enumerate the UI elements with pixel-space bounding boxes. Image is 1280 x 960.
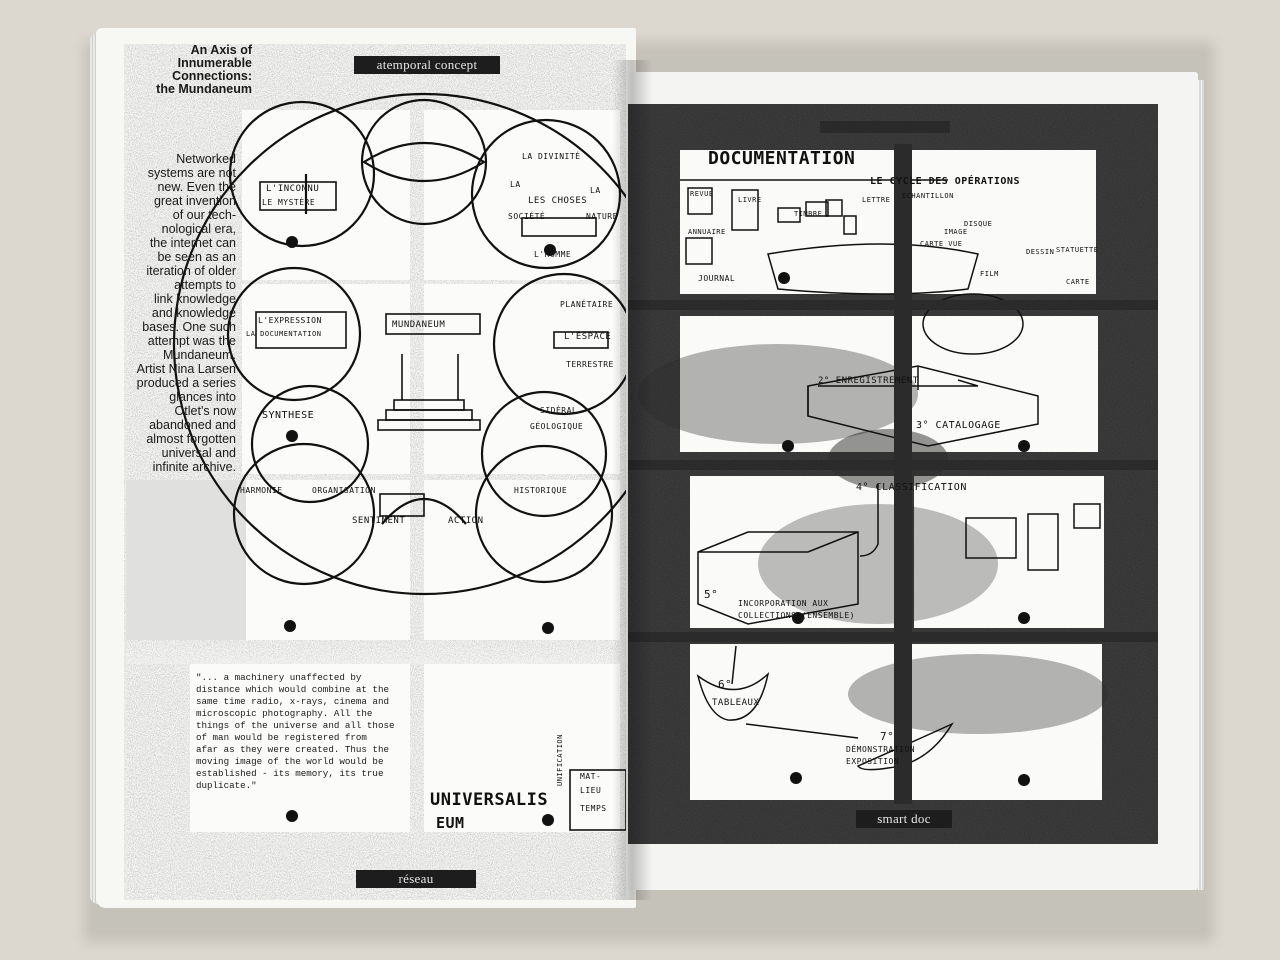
label-sentiment: SENTIMENT — [352, 516, 406, 526]
panel-dot — [778, 272, 790, 284]
label-synthese: SYNTHESE — [262, 410, 315, 421]
label-incorporation: INCORPORATION AUX COLLECTIONS (ENSEMBLE) — [738, 599, 855, 620]
panel-dot — [782, 440, 794, 452]
right-artwork — [628, 104, 1158, 844]
left-artwork-svg — [124, 44, 626, 900]
label-mat: MAT- — [580, 772, 602, 781]
label-five: 5° — [704, 588, 719, 601]
label-revue: REVUE — [690, 190, 714, 198]
label-terrestre: TERRESTRE — [566, 360, 614, 369]
panel-dot — [286, 430, 298, 442]
panel-dot — [284, 620, 296, 632]
label-timbre: TIMBRE — [794, 210, 823, 218]
right-artwork-svg — [628, 104, 1158, 844]
label-societe: SOCIÉTÉ — [508, 212, 546, 221]
label-geologique: GÉOLOGIQUE — [530, 422, 584, 431]
panel-dot — [1018, 440, 1030, 452]
label-choses: LES CHOSES — [528, 196, 588, 206]
panel-dot — [1018, 774, 1030, 786]
label-la-1: LA — [510, 180, 521, 189]
label-la-2: LA — [590, 186, 601, 195]
label-catalogage: 3° CATALOGAGE — [916, 420, 1001, 431]
label-carte-vue: CARTE VUE — [920, 240, 963, 248]
label-disque: DISQUE — [964, 220, 993, 228]
panel-dot — [792, 612, 804, 624]
panel-dot — [286, 236, 298, 248]
quote-block: "... a machinery unaffected by distance … — [196, 672, 395, 791]
label-mystere: LE MYSTÈRE — [262, 198, 316, 207]
header-label: atemporal concept — [354, 56, 500, 74]
label-six: 6° — [718, 678, 733, 691]
left-noise-artwork — [124, 44, 626, 900]
label-film: FILM — [980, 270, 999, 278]
label-cycle: LE CYCLE DES OPÉRATIONS — [870, 176, 1020, 187]
article-title: An Axis of Innumerable Connections: the … — [156, 43, 252, 96]
label-sideral: SIDÉRAL — [540, 406, 578, 415]
label-tableaux: TABLEAUX — [712, 698, 760, 708]
panel-dot — [542, 814, 554, 826]
label-carte: CARTE — [1066, 278, 1090, 286]
label-divinite: LA DIVINITÉ — [522, 152, 581, 161]
right-header-label — [820, 121, 950, 133]
label-demonstration: DÉMONSTRATION EXPOSITION — [846, 745, 916, 766]
footer-label: réseau — [356, 870, 476, 888]
label-espace: L'ESPACE — [564, 332, 612, 342]
label-unification: UNIFICATION — [556, 734, 564, 786]
label-seven: 7° — [880, 730, 895, 743]
label-action: ACTION — [448, 516, 484, 526]
label-organisation: ORGANISATION — [312, 486, 376, 495]
label-documentation: LA DOCUMENTATION — [246, 330, 322, 338]
label-dessin: DESSIN — [1026, 248, 1055, 256]
label-historique: HISTORIQUE — [514, 486, 568, 495]
label-annuaire: ANNUAIRE — [688, 228, 726, 236]
label-enregistrement: 2° ENREGISTREMENT — [818, 376, 919, 386]
panel-dot — [790, 772, 802, 784]
label-documentation-title: DOCUMENTATION — [708, 148, 856, 169]
panel-dot — [1018, 612, 1030, 624]
right-footer-label: smart doc — [856, 810, 952, 828]
label-classification: 4° CLASSIFICATION — [856, 482, 967, 493]
panel-dot — [286, 810, 298, 822]
label-echantillon: ÉCHANTILLON — [902, 192, 954, 200]
panel-dot — [544, 244, 556, 256]
label-image: IMAGE — [944, 228, 968, 236]
label-eum: EUM — [436, 814, 465, 832]
label-mundaneum: MUNDANEUM — [392, 320, 446, 330]
label-journal: JOURNAL — [698, 274, 736, 283]
label-harmonie: HARMONIE — [240, 486, 283, 495]
book-gutter — [612, 60, 652, 900]
label-lieu: LIEU — [580, 786, 602, 795]
panel-dot — [542, 622, 554, 634]
label-expression: L'EXPRESSION — [258, 316, 322, 325]
label-inconnu: L'INCONNU — [266, 184, 320, 194]
label-planetaire: PLANÉTAIRE — [560, 300, 614, 309]
label-universalis: UNIVERSALIS — [430, 790, 549, 810]
label-temps: TEMPS — [580, 804, 607, 813]
label-lettre: LETTRE — [862, 196, 891, 204]
article-body: Networked systems are not new. Even the … — [136, 152, 236, 474]
label-nature: NATURE — [586, 212, 618, 221]
label-livre: LIVRE — [738, 196, 762, 204]
label-statuette: STATUETTE — [1056, 246, 1099, 254]
